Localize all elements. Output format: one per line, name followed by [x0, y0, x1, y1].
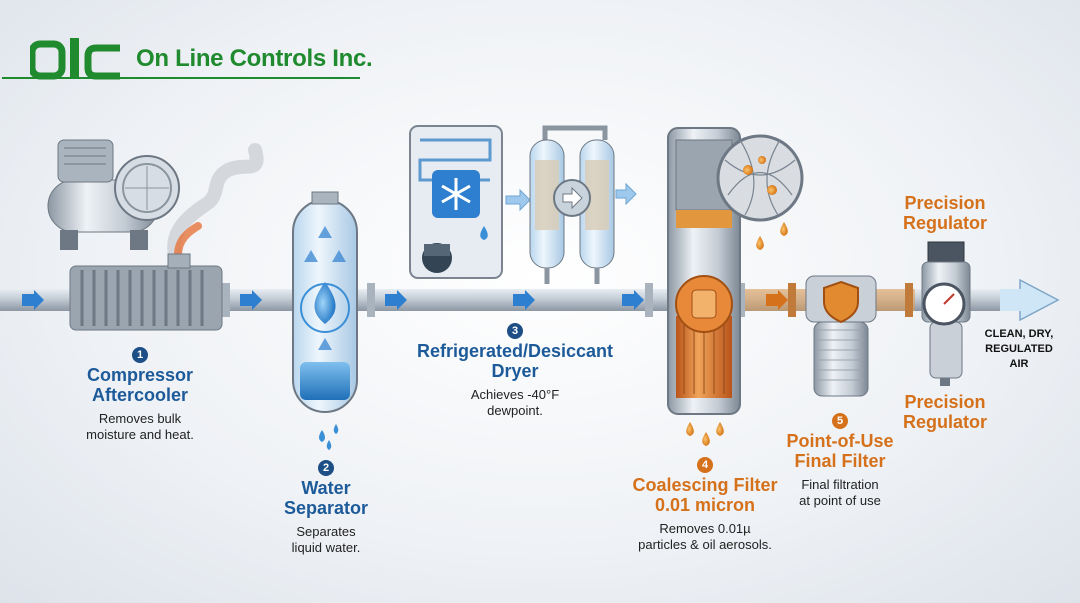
logo-underline	[2, 77, 360, 79]
coalescing-filter-icon	[667, 127, 804, 446]
aftercooler-icon	[69, 253, 223, 331]
compressor-icon	[47, 139, 264, 262]
step-number: 4	[697, 457, 713, 473]
step-number: 1	[132, 347, 148, 363]
refrigerated-dryer-icon	[409, 125, 531, 279]
desiccant-tower-icon	[529, 125, 637, 284]
company-logo: On Line Controls Inc.	[28, 38, 373, 80]
precision-regulator-icon	[921, 241, 971, 386]
filter-element-icon	[691, 289, 717, 319]
outlet-arrow-icon	[1019, 278, 1060, 322]
water-drop-icon	[314, 282, 336, 324]
final-filter-icon	[805, 275, 877, 397]
company-name: On Line Controls Inc.	[136, 45, 373, 72]
step-number: 3	[507, 323, 523, 339]
flow-arrow-icons	[22, 290, 788, 310]
olc-logo-mark	[28, 38, 128, 80]
water-separator-icon	[292, 191, 358, 450]
step-number: 5	[832, 413, 848, 429]
step-number: 2	[318, 460, 334, 476]
shield-icon	[823, 280, 859, 324]
snowflake-icon	[441, 178, 471, 210]
